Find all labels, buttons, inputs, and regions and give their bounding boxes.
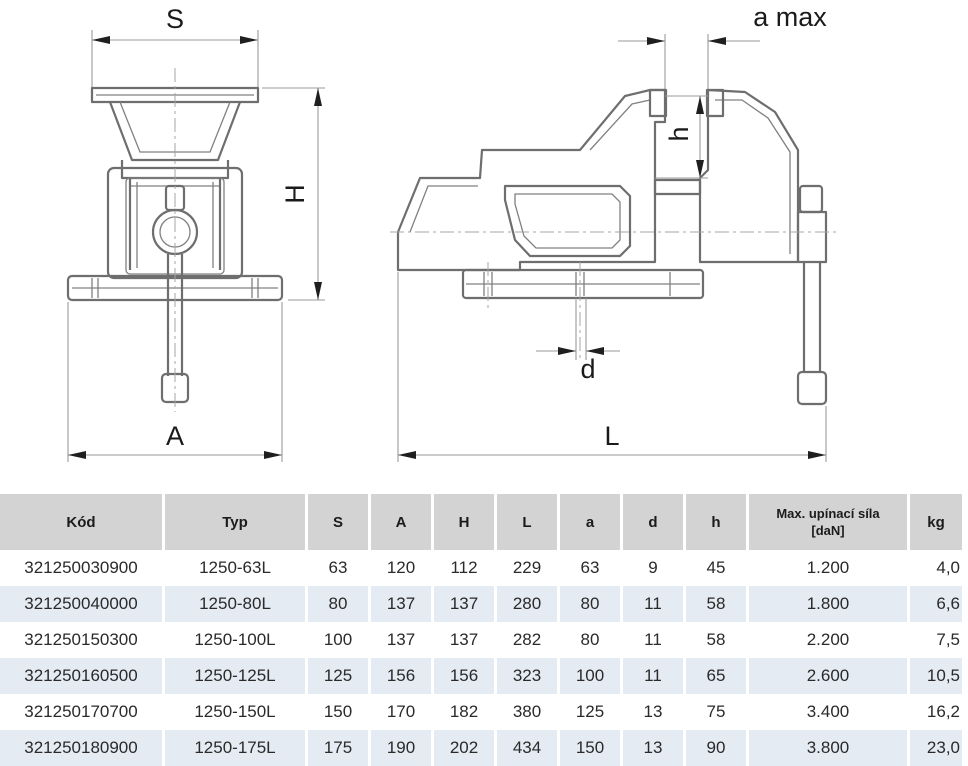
cell-a-max: 80 <box>560 586 620 622</box>
cell-h-jaw: 58 <box>686 586 746 622</box>
cell-h-height: 182 <box>449 702 479 721</box>
cell-h-height: 137 <box>449 630 479 649</box>
cell-a-max: 100 <box>560 658 620 694</box>
cell-s: 125 <box>308 658 368 694</box>
cell-l: 229 <box>512 558 542 577</box>
cell-force: 3.400 <box>806 702 850 721</box>
cell-d: 11 <box>623 586 683 622</box>
cell-kg: 7,5 <box>936 630 960 649</box>
dim-label-a-max: a max <box>753 2 827 32</box>
dim-label-d: d <box>580 354 595 384</box>
dim-label-h-jaw-depth: h <box>664 126 694 141</box>
cell-kg: 23,0 <box>910 730 962 766</box>
side-view: a max h <box>390 2 840 462</box>
cell-l: 323 <box>497 658 557 694</box>
cell-typ: 1250-100L <box>194 630 276 649</box>
cell-h-height: 137 <box>434 586 494 622</box>
cell-force: 1.200 <box>806 558 850 577</box>
cell-a-max: 125 <box>575 702 605 721</box>
table-row: 321250170700 1250-150L 150 170 182 380 125 13 75… <box>0 694 962 730</box>
header-max-clamping-force: Max. upínací síla [daN] <box>749 494 907 550</box>
cell-kg: 10,5 <box>910 658 962 694</box>
cell-a-max: 63 <box>580 558 600 577</box>
specification-table: Kód Typ S A H L a d h Max. upínací síla … <box>0 494 965 766</box>
cell-typ: 1250-150L <box>194 702 276 721</box>
cell-l: 280 <box>497 586 557 622</box>
technical-drawing: S H <box>66 2 840 462</box>
cell-h-height: 202 <box>434 730 494 766</box>
header-kod: Kód <box>0 494 162 550</box>
cell-h-jaw: 75 <box>706 702 726 721</box>
cell-kod: 321250170700 <box>24 702 138 721</box>
cell-a-width: 137 <box>386 630 416 649</box>
cell-force: 2.200 <box>806 630 850 649</box>
cell-a-width: 120 <box>386 558 416 577</box>
cell-h-jaw: 45 <box>706 558 726 577</box>
cell-a-width: 137 <box>371 586 431 622</box>
cell-l: 380 <box>512 702 542 721</box>
cell-typ: 1250-80L <box>165 586 305 622</box>
header-s: S <box>308 494 368 550</box>
cell-kg: 6,6 <box>910 586 962 622</box>
cell-s: 80 <box>308 586 368 622</box>
cell-s: 100 <box>323 630 353 649</box>
cell-typ: 1250-63L <box>199 558 271 577</box>
cell-s: 150 <box>323 702 353 721</box>
cell-force: 2.600 <box>749 658 907 694</box>
dim-label-l: L <box>604 421 619 451</box>
cell-h-height: 112 <box>450 558 478 577</box>
cell-s: 63 <box>328 558 348 577</box>
cell-h-jaw: 90 <box>686 730 746 766</box>
cell-l: 434 <box>497 730 557 766</box>
table-header-row: Kód Typ S A H L a d h Max. upínací síla … <box>0 494 962 550</box>
cell-h-jaw: 65 <box>686 658 746 694</box>
cell-force: 1.800 <box>749 586 907 622</box>
header-force-line1: Max. upínací síla <box>776 506 880 521</box>
cell-a-width: 170 <box>386 702 416 721</box>
cell-s: 175 <box>308 730 368 766</box>
table-body: 321250030900 1250-63L 63 120 112 229 63 9 45 1.20… <box>0 550 962 766</box>
header-a-max: a <box>560 494 620 550</box>
header-h-jaw: h <box>686 494 746 550</box>
cell-kod: 321250180900 <box>0 730 162 766</box>
cell-kod: 321250150300 <box>24 630 138 649</box>
header-typ: Typ <box>165 494 305 550</box>
cell-kod: 321250160500 <box>0 658 162 694</box>
cell-a-max: 150 <box>560 730 620 766</box>
header-force-line2: [daN] <box>811 523 845 538</box>
cell-d: 9 <box>648 558 658 577</box>
cell-force: 3.800 <box>749 730 907 766</box>
cell-typ: 1250-125L <box>165 658 305 694</box>
cell-kod: 321250030900 <box>24 558 138 577</box>
header-a-width: A <box>371 494 431 550</box>
cell-typ: 1250-175L <box>165 730 305 766</box>
table-row: 321250150300 1250-100L 100 137 137 282 80 11 58 2… <box>0 622 962 658</box>
cell-a-max: 80 <box>580 630 600 649</box>
cell-h-height: 156 <box>434 658 494 694</box>
cell-h-jaw: 58 <box>706 630 726 649</box>
header-l: L <box>497 494 557 550</box>
cell-d: 11 <box>623 658 683 694</box>
cell-d: 11 <box>644 630 662 649</box>
cell-kod: 321250040000 <box>0 586 162 622</box>
cell-l: 282 <box>512 630 542 649</box>
dim-label-h-height: H <box>280 184 310 204</box>
header-d: d <box>623 494 683 550</box>
front-view: S H <box>66 4 325 462</box>
cell-a-width: 156 <box>371 658 431 694</box>
dim-label-s: S <box>166 4 184 34</box>
header-kg: kg <box>910 494 962 550</box>
cell-d: 13 <box>623 730 683 766</box>
table-row: 321250030900 1250-63L 63 120 112 229 63 9 45 1.20… <box>0 550 962 586</box>
header-h-height: H <box>434 494 494 550</box>
cell-d: 13 <box>643 702 663 721</box>
cell-kg: 4,0 <box>936 558 960 577</box>
cell-a-width: 190 <box>371 730 431 766</box>
dim-label-a-width: A <box>166 421 184 451</box>
cell-kg: 16,2 <box>926 702 960 721</box>
